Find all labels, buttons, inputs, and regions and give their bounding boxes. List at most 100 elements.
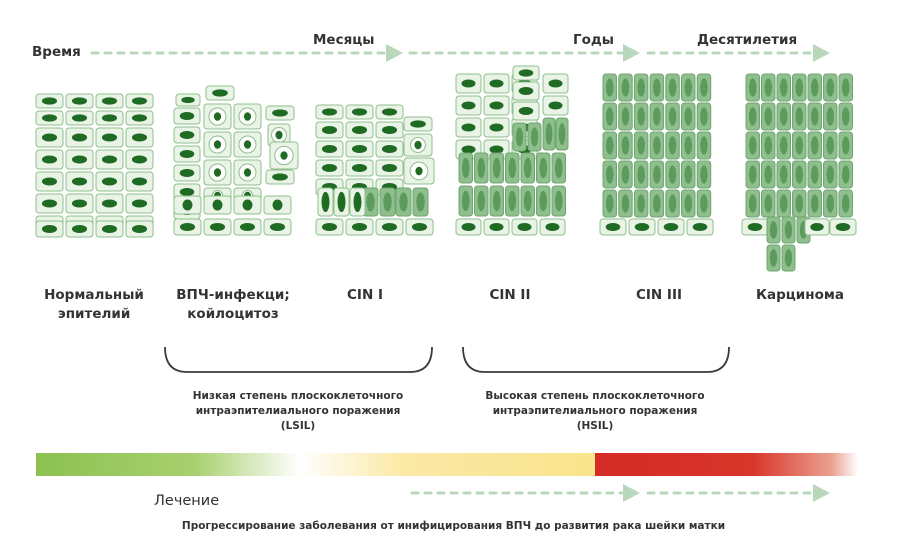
dysplastic-nucleus (684, 194, 693, 213)
cell-nucleus (182, 199, 193, 211)
dysplastic-nucleus (539, 157, 548, 179)
dysplastic-nucleus (492, 190, 501, 212)
dysplastic-nucleus (637, 78, 645, 97)
cell-nucleus (489, 123, 504, 132)
dysplastic-nucleus (764, 78, 773, 97)
cell-nucleus (131, 133, 148, 142)
lsil-brace (164, 346, 433, 373)
dysplastic-nucleus (477, 190, 486, 212)
cell-nucleus (131, 97, 148, 105)
cell-nucleus (411, 223, 428, 231)
bar-segment-red (595, 453, 858, 476)
dysplastic-nucleus (784, 249, 793, 267)
dysplastic-nucleus (795, 136, 804, 155)
cell-nucleus (381, 126, 398, 134)
dysplastic-nucleus (779, 165, 788, 184)
cell-nucleus (321, 108, 338, 116)
cell-nucleus (179, 169, 195, 177)
cell-nucleus (489, 145, 504, 154)
cell-nucleus (41, 177, 58, 186)
cell-nucleus (101, 155, 118, 164)
dysplastic-nucleus (653, 194, 661, 213)
cell-nucleus (321, 191, 330, 213)
dysplastic-nucleus (748, 107, 757, 126)
dysplastic-nucleus (764, 136, 773, 155)
cell-nucleus (243, 112, 252, 121)
tissue-carcinoma (741, 73, 857, 272)
cell-nucleus (381, 223, 398, 231)
treatment-arrow-head (813, 484, 830, 502)
dysplastic-nucleus (748, 194, 757, 213)
dysplastic-nucleus (523, 157, 532, 179)
cell-nucleus (518, 87, 534, 95)
dysplastic-nucleus (764, 165, 773, 184)
dysplastic-nucleus (700, 78, 708, 97)
decades-arrow-head (813, 44, 830, 62)
cell-nucleus (179, 131, 195, 139)
bar-segment-green (36, 453, 300, 476)
cell-nucleus (179, 223, 196, 231)
dysplastic-nucleus (621, 78, 630, 97)
cell-nucleus (181, 96, 195, 104)
cell-nucleus (414, 140, 422, 150)
dysplastic-nucleus (748, 78, 757, 97)
time-label: Время (32, 44, 81, 60)
dysplastic-nucleus (684, 165, 693, 184)
dysplastic-nucleus (810, 78, 819, 97)
dysplastic-nucleus (621, 107, 630, 126)
cell-nucleus (101, 177, 118, 186)
dysplastic-nucleus (554, 190, 563, 212)
cell-nucleus (280, 151, 288, 160)
dysplastic-nucleus (668, 136, 677, 155)
cell-nucleus (41, 155, 58, 164)
dysplastic-nucleus (637, 136, 645, 155)
dysplastic-nucleus (605, 107, 614, 126)
dysplastic-nucleus (668, 194, 677, 213)
cell-nucleus (272, 173, 288, 181)
cell-nucleus (71, 199, 88, 208)
cell-nucleus (131, 177, 148, 186)
dysplastic-nucleus (637, 165, 645, 184)
tissue-cin1 (315, 104, 435, 236)
cell-nucleus (489, 79, 504, 88)
cell-nucleus (71, 177, 88, 186)
cell-nucleus (179, 188, 195, 196)
dysplastic-nucleus (810, 136, 819, 155)
cell-nucleus (321, 164, 338, 172)
tissue-hpv (173, 85, 299, 236)
cell-nucleus (71, 155, 88, 164)
cell-nucleus (489, 101, 504, 110)
cell-nucleus (351, 108, 368, 116)
cell-nucleus (337, 191, 346, 213)
cell-nucleus (213, 140, 222, 149)
dysplastic-nucleus (826, 194, 835, 213)
dysplastic-nucleus (653, 78, 661, 97)
cell-nucleus (212, 89, 228, 97)
cell-nucleus (810, 223, 824, 231)
cell-nucleus (461, 145, 476, 154)
dysplastic-nucleus (810, 107, 819, 126)
cell-nucleus (213, 168, 222, 177)
stage-label-carcinoma: Карцинома (755, 287, 845, 303)
cell-nucleus (545, 223, 560, 231)
dysplastic-nucleus (826, 107, 835, 126)
cell-nucleus (747, 223, 763, 231)
dysplastic-nucleus (779, 194, 788, 213)
treatment-arrow-head (623, 484, 640, 502)
dysplastic-nucleus (366, 192, 375, 212)
dysplastic-nucleus (668, 78, 677, 97)
cell-nucleus (835, 223, 851, 231)
cell-nucleus (272, 199, 283, 211)
cell-nucleus (71, 97, 88, 105)
dysplastic-nucleus (841, 107, 850, 126)
cell-nucleus (41, 114, 58, 122)
dysplastic-nucleus (461, 190, 470, 212)
cell-nucleus (41, 97, 58, 105)
cell-nucleus (269, 223, 286, 231)
dysplastic-nucleus (748, 165, 757, 184)
cell-nucleus (461, 79, 476, 88)
dysplastic-nucleus (841, 165, 850, 184)
cell-nucleus (101, 225, 118, 233)
dysplastic-nucleus (653, 136, 661, 155)
